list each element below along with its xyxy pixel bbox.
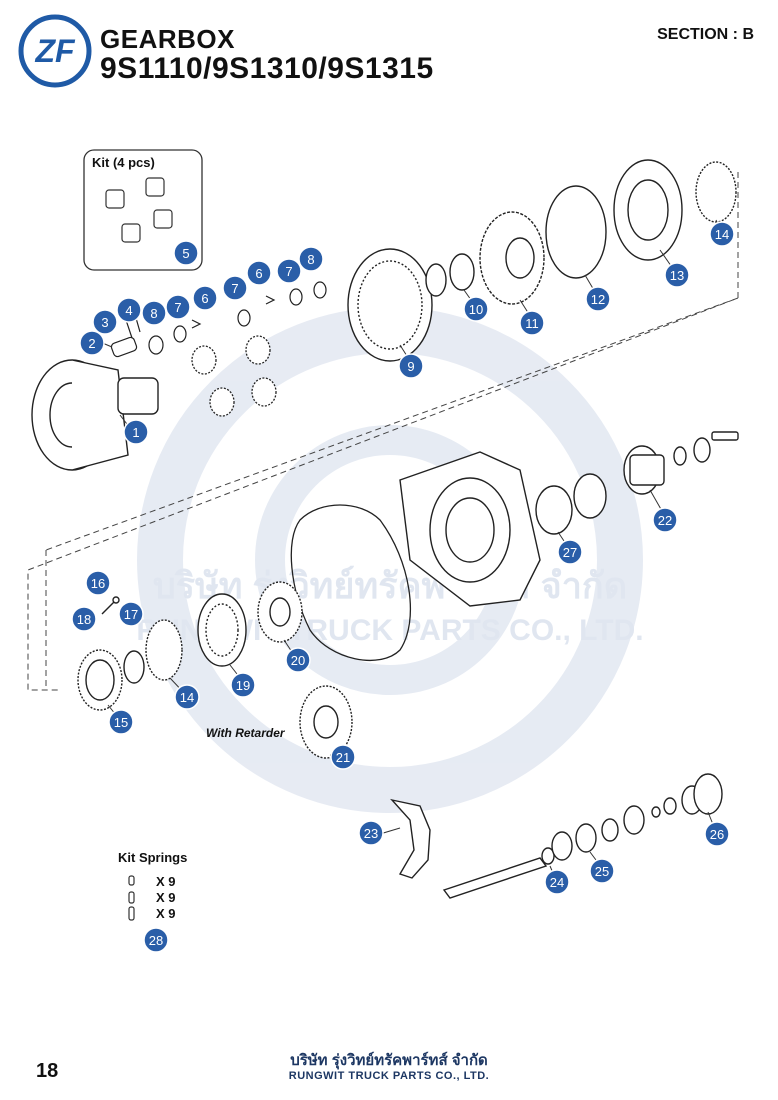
spring-qty-1: X 9 — [156, 874, 176, 889]
callout-5: 5 — [173, 240, 199, 266]
part-synchro-assembly — [77, 581, 353, 759]
callout-number: 4 — [125, 303, 132, 318]
part-shift-fork-shaft — [390, 773, 723, 899]
assembly-guide-lines — [27, 172, 739, 691]
callout-24: 24 — [544, 869, 570, 895]
spring-qty-2: X 9 — [156, 890, 176, 905]
callout-number: 1 — [132, 425, 139, 440]
callout-number: 7 — [231, 281, 238, 296]
callout-25: 25 — [589, 858, 615, 884]
callout-number: 23 — [364, 826, 378, 841]
callout-23: 23 — [358, 820, 384, 846]
callout-number: 14 — [180, 690, 194, 705]
callout-1: 1 — [123, 419, 149, 445]
page-title-model: 9S1110/9S1310/9S1315 — [100, 52, 434, 85]
callout-number: 17 — [124, 607, 138, 622]
callout-26: 26 — [704, 821, 730, 847]
kit-springs: Kit Springs X 9 X 9 X 9 — [118, 850, 187, 921]
callout-number: 7 — [174, 300, 181, 315]
callout-2: 2 — [79, 330, 105, 356]
callout-3: 3 — [92, 309, 118, 335]
part-housing — [399, 431, 739, 607]
callout-17: 17 — [118, 601, 144, 627]
callout-number: 10 — [469, 302, 483, 317]
callout-11: 11 — [519, 310, 545, 336]
callout-6: 6 — [192, 285, 218, 311]
callout-number: 19 — [236, 678, 250, 693]
callout-7: 7 — [222, 275, 248, 301]
callout-number: 8 — [307, 252, 314, 267]
callout-number: 13 — [670, 268, 684, 283]
callout-number: 21 — [336, 750, 350, 765]
callout-14: 14 — [174, 684, 200, 710]
callout-10: 10 — [463, 296, 489, 322]
callout-8: 8 — [141, 300, 167, 326]
page-title-line1: GEARBOX — [100, 24, 235, 54]
callout-number: 28 — [149, 933, 163, 948]
callout-number: 8 — [150, 306, 157, 321]
callout-number: 3 — [101, 315, 108, 330]
page-number: 18 — [36, 1060, 59, 1082]
callout-number: 11 — [525, 316, 539, 331]
kit-box: Kit (4 pcs) — [83, 149, 203, 271]
callout-16: 16 — [85, 570, 111, 596]
callout-8: 8 — [298, 246, 324, 272]
part-ring-gear — [347, 248, 433, 362]
callout-28: 28 — [143, 927, 169, 953]
callout-number: 24 — [550, 875, 564, 890]
callout-number: 14 — [715, 227, 729, 242]
callout-number: 20 — [291, 653, 305, 668]
callout-4: 4 — [116, 297, 142, 323]
callout-9: 9 — [398, 353, 424, 379]
callout-number: 25 — [595, 864, 609, 879]
callout-27: 27 — [557, 539, 583, 565]
callout-number: 27 — [563, 545, 577, 560]
part-small-pins — [110, 281, 327, 358]
callout-19: 19 — [230, 672, 256, 698]
zf-logo: ZF — [18, 14, 92, 88]
logo-text: ZF — [34, 33, 76, 69]
section-label: SECTION : B — [657, 26, 754, 43]
kit-springs-label: Kit Springs — [118, 850, 187, 865]
footer-company-thai: บริษัท รุ่งวิทย์ทรัคพาร์ทส์ จำกัด — [290, 1052, 488, 1069]
callout-number: 15 — [114, 715, 128, 730]
callout-13: 13 — [664, 262, 690, 288]
callout-number: 5 — [182, 246, 189, 261]
callout-number: 26 — [710, 827, 724, 842]
part-planet-gears — [191, 335, 277, 417]
callout-number: 2 — [88, 336, 95, 351]
callout-21: 21 — [330, 744, 356, 770]
kit-box-label: Kit (4 pcs) — [92, 155, 155, 170]
part-sun-gear-assembly — [425, 159, 737, 305]
callout-7: 7 — [276, 258, 302, 284]
footer-company-english: RUNGWIT TRUCK PARTS CO., LTD. — [288, 1070, 490, 1082]
spring-qty-3: X 9 — [156, 906, 176, 921]
callout-number: 6 — [201, 291, 208, 306]
callout-number: 6 — [255, 266, 262, 281]
callout-number: 12 — [591, 292, 605, 307]
callout-number: 18 — [77, 612, 91, 627]
with-retarder-label: With Retarder — [206, 726, 286, 740]
callout-15: 15 — [108, 709, 134, 735]
callout-12: 12 — [585, 286, 611, 312]
callout-7: 7 — [165, 294, 191, 320]
callout-number: 16 — [91, 576, 105, 591]
callout-22: 22 — [652, 507, 678, 533]
part-planet-carrier — [31, 359, 159, 471]
callout-6: 6 — [246, 260, 272, 286]
callout-18: 18 — [71, 606, 97, 632]
callout-14: 14 — [709, 221, 735, 247]
callout-number: 9 — [407, 359, 414, 374]
callout-markers: 1234566777889101112131414151617181920212… — [71, 221, 735, 953]
callout-number: 22 — [658, 513, 672, 528]
callout-number: 7 — [285, 264, 292, 279]
callout-20: 20 — [285, 647, 311, 673]
